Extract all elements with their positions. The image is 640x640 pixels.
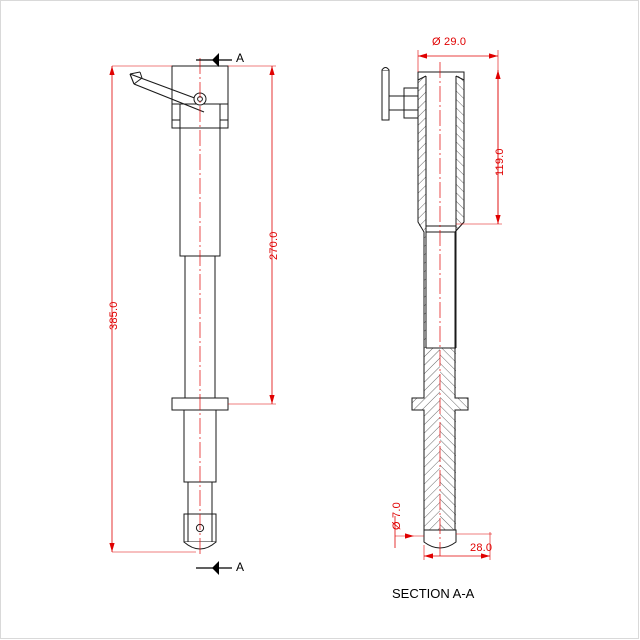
section-mark-top — [196, 53, 232, 67]
section-mark-label-bottom: A — [236, 560, 245, 574]
dimension-base-width — [423, 532, 492, 560]
dimension-overall-length — [109, 65, 196, 553]
dimension-label-head-diameter: Ø 29.0 — [432, 36, 467, 48]
dimension-tip-diameter — [394, 516, 424, 548]
dimension-label-base-width: 28.0 — [470, 542, 493, 554]
section-mark-label-top: A — [236, 51, 245, 65]
dimension-bore-depth — [456, 70, 502, 225]
dimension-label-tip-diameter: Ø 7.0 — [391, 502, 403, 530]
front-view-geometry — [129, 65, 229, 550]
dimension-label-bore-depth: 119.0 — [494, 148, 506, 176]
dimension-upper-length — [228, 65, 276, 405]
section-view-geometry — [381, 67, 469, 549]
dimension-label-upper-length: 270.0 — [268, 231, 280, 260]
section-view-caption: SECTION A-A — [392, 586, 475, 601]
dimension-label-overall-length: 385.0 — [108, 301, 120, 330]
section-mark-bottom — [196, 561, 232, 575]
